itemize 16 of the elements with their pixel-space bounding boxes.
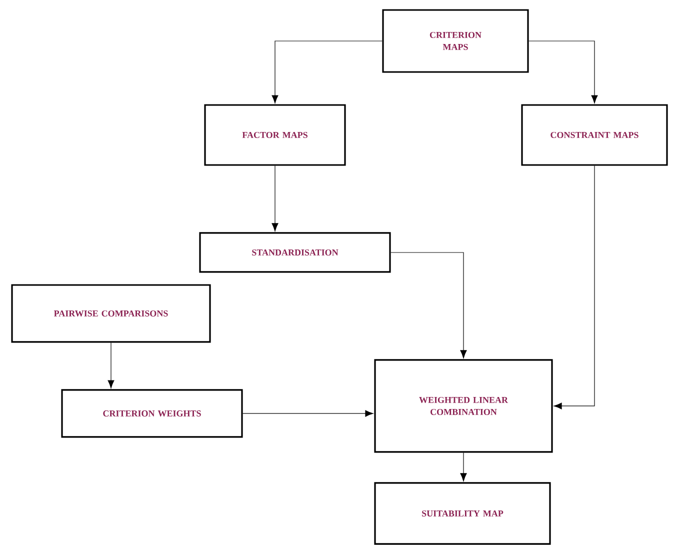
process-box: FACTOR MAPS xyxy=(204,104,346,166)
arrow xyxy=(272,165,278,232)
process-box: WEIGHTED LINEAR COMBINATION xyxy=(374,359,553,453)
process-box: CRITERION MAPS xyxy=(382,9,529,73)
process-box: CONSTRAINT MAPS xyxy=(521,104,668,166)
arrow xyxy=(528,40,598,104)
arrow xyxy=(390,252,467,358)
arrow xyxy=(460,452,467,482)
process-box: STANDARDISATION xyxy=(199,232,391,273)
process-box: CRITERION WEIGHTS xyxy=(61,389,243,438)
arrow xyxy=(554,165,595,410)
arrow xyxy=(108,342,114,388)
arrow xyxy=(242,410,374,417)
arrow xyxy=(272,40,382,104)
process-box: SUITABILITY MAP xyxy=(374,482,551,545)
process-box: PAIRWISE COMPARISONS xyxy=(11,284,211,343)
